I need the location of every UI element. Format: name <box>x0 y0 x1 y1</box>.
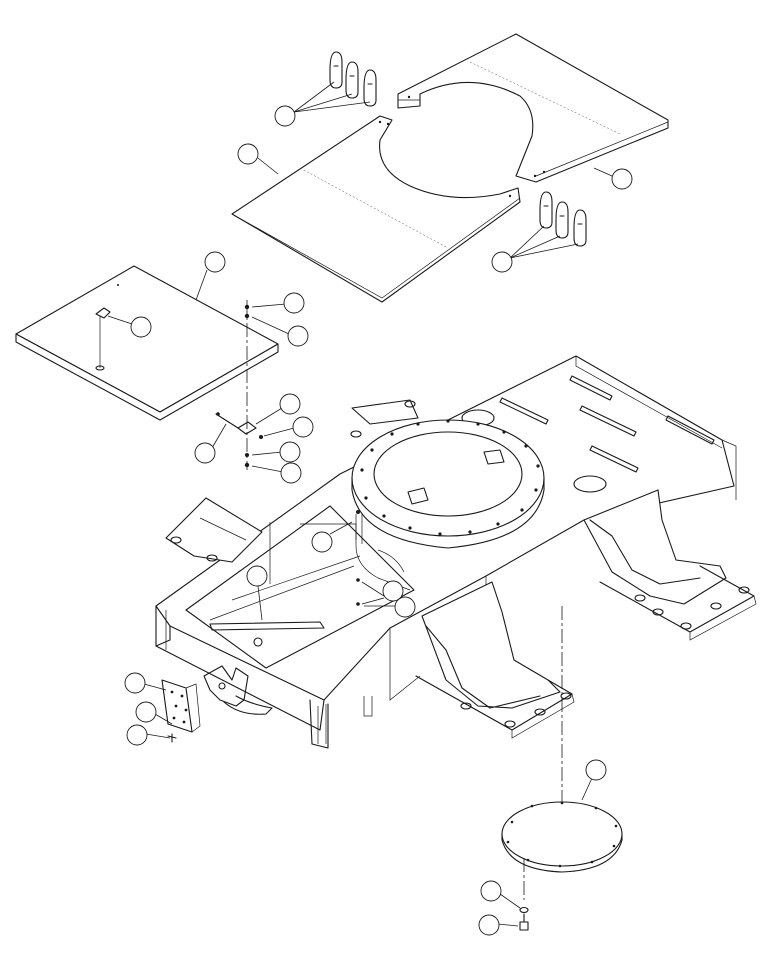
callout-2 <box>491 225 579 273</box>
top-cover-right <box>397 33 669 183</box>
callout-8 <box>251 316 309 347</box>
callout-19 <box>135 701 173 725</box>
callout-18 <box>124 672 167 694</box>
access-panel <box>15 265 279 421</box>
callout-9 <box>255 393 301 425</box>
callout-10 <box>263 416 314 438</box>
ring-bolt-holes <box>360 419 540 536</box>
main-frame <box>155 355 757 749</box>
clip-group-upper <box>329 51 377 107</box>
callout-4 <box>593 167 633 190</box>
callout-5 <box>195 251 226 301</box>
callout-12 <box>251 462 302 484</box>
callout-6 <box>107 315 152 338</box>
callout-20 <box>126 724 171 746</box>
callout-13 <box>194 423 227 464</box>
fastener-stack <box>215 300 263 470</box>
clip-group-lower <box>539 191 587 247</box>
callout-22 <box>480 880 521 909</box>
mounting-plate <box>161 679 201 743</box>
top-cover-left <box>231 115 521 303</box>
callout-7 <box>251 292 305 314</box>
callout-21 <box>581 759 607 801</box>
callout-17 <box>364 596 416 618</box>
callout-15 <box>246 565 268 621</box>
callout-11 <box>251 441 301 463</box>
callout-14 <box>311 521 353 553</box>
bottom-cover-disc <box>501 606 623 931</box>
callout-1 <box>274 81 371 127</box>
callout-3 <box>237 143 279 175</box>
callout-23 <box>478 914 519 936</box>
callout-16 <box>361 580 404 605</box>
